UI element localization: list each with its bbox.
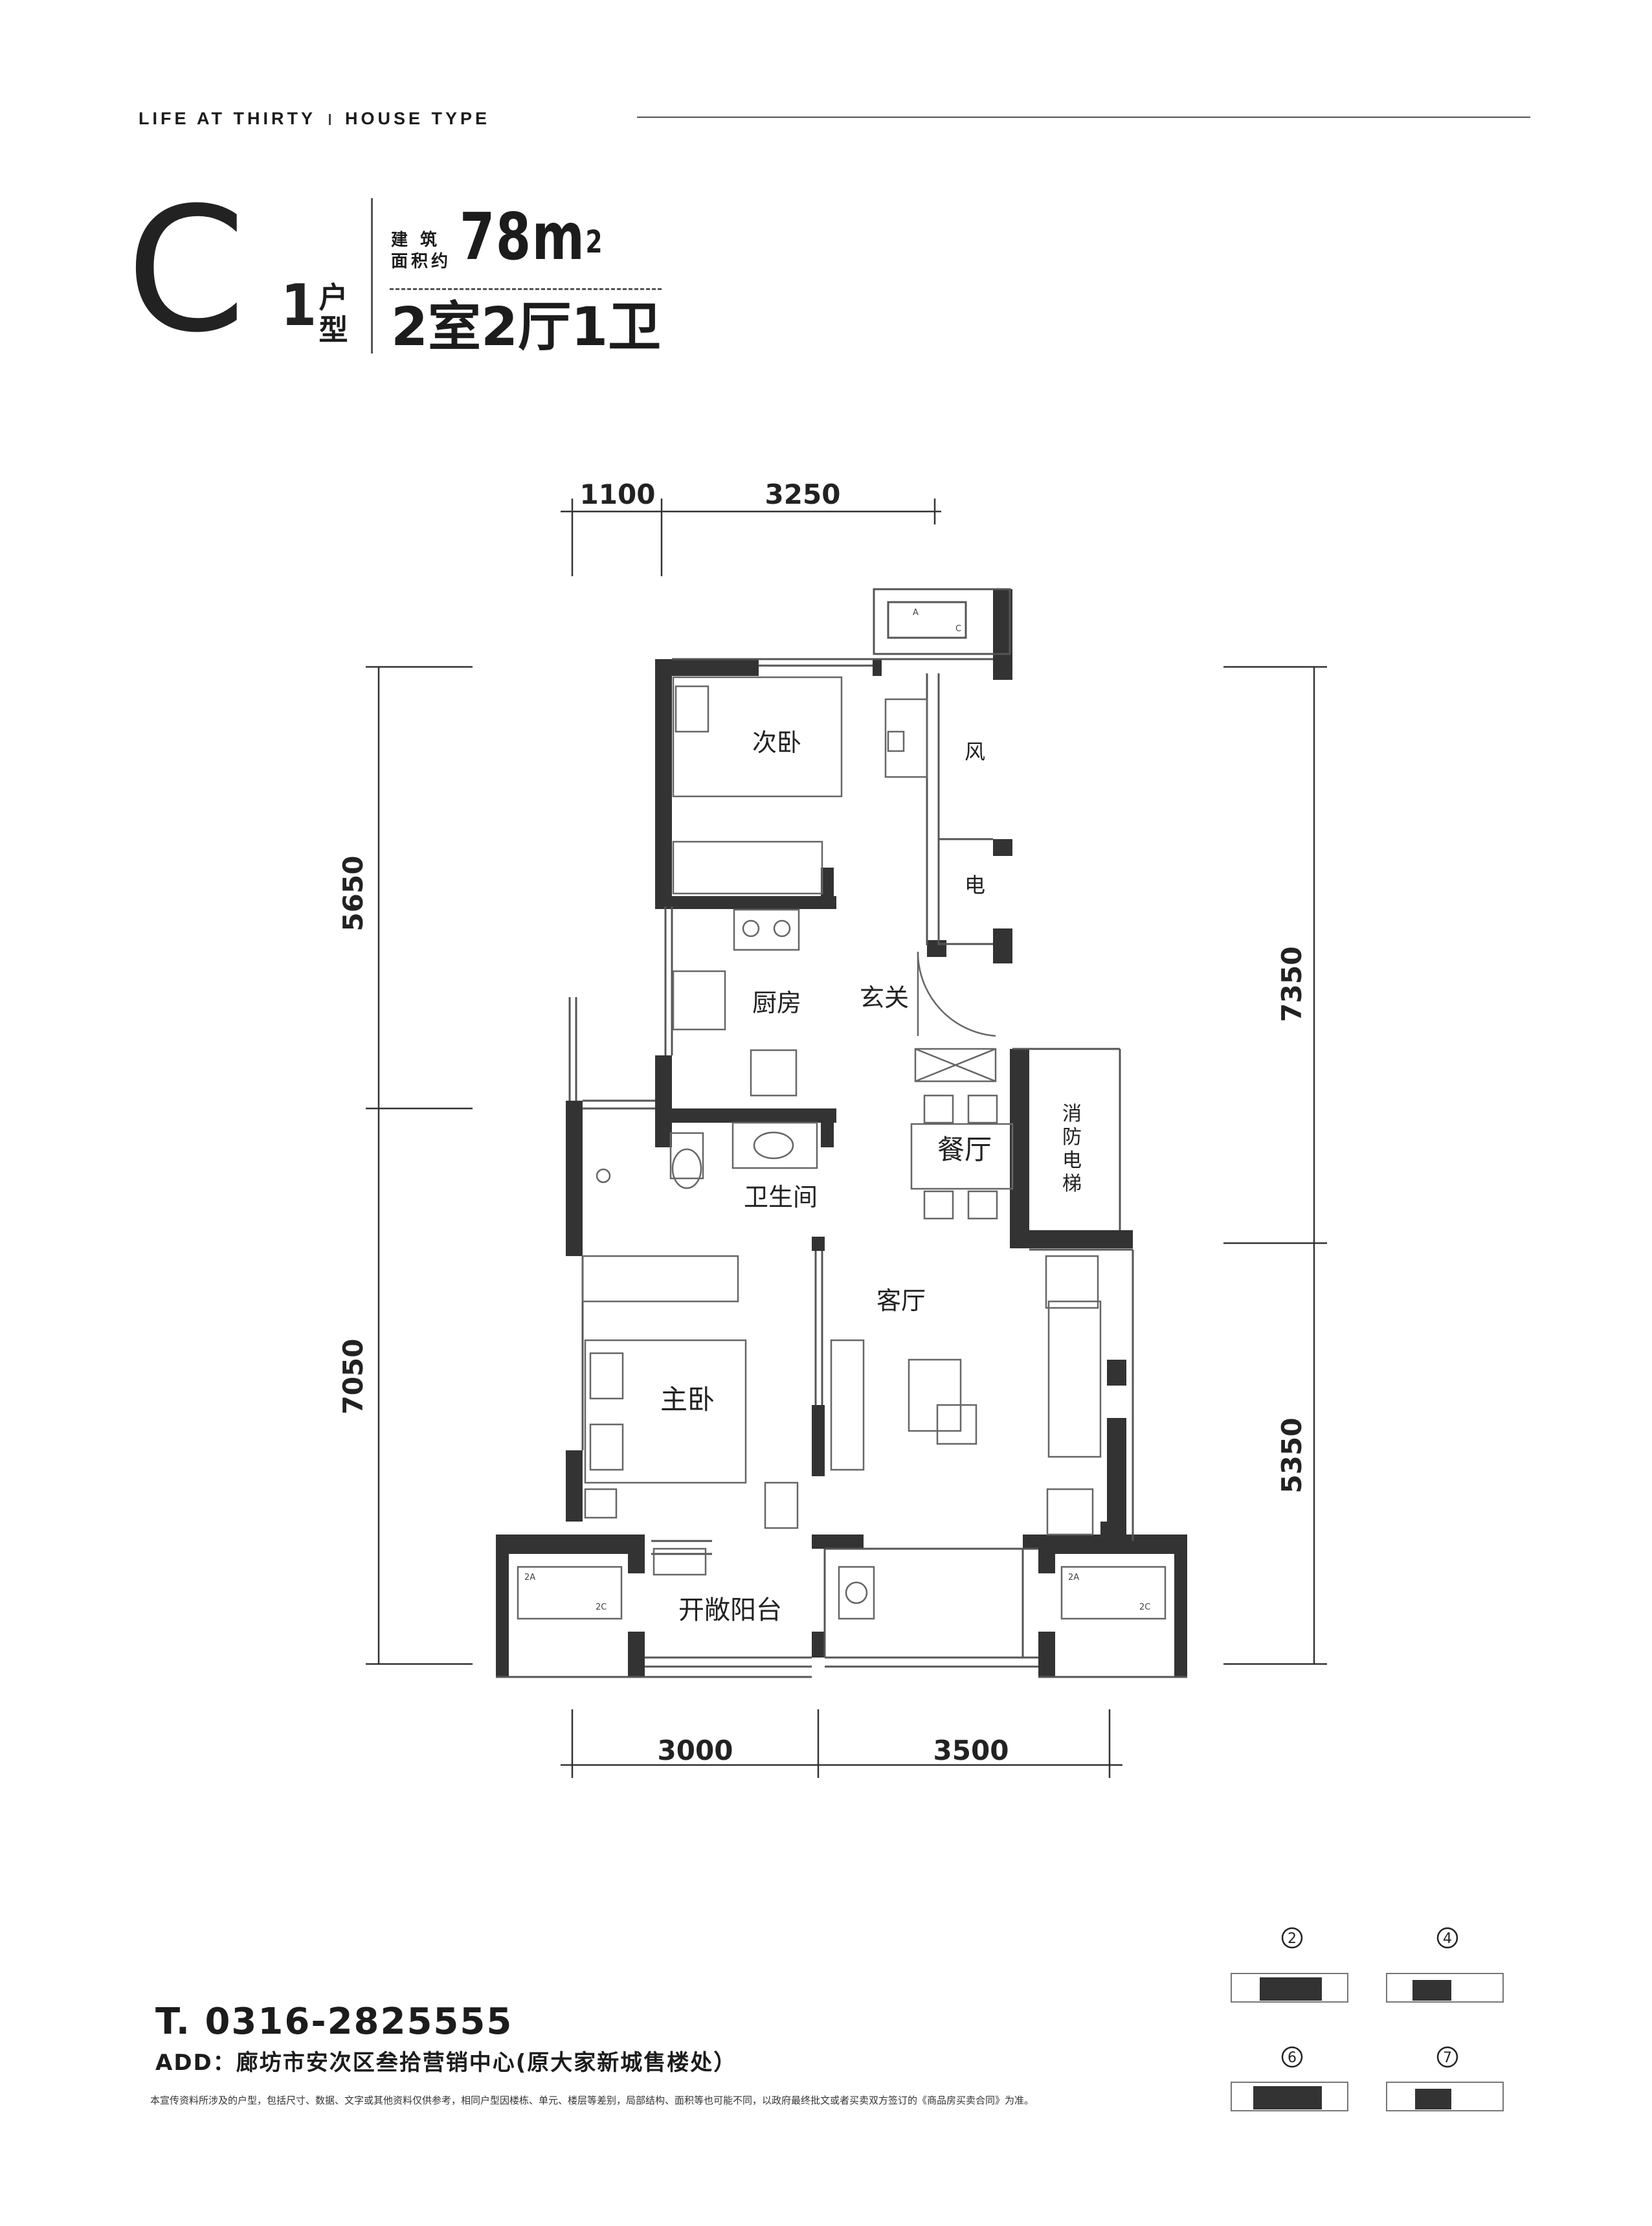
dim-right-1: 7350 (1276, 947, 1308, 1022)
label-kitchen: 厨房 (752, 989, 801, 1017)
ac-label-c: C (955, 624, 961, 634)
unit-type-char-1: 户 (318, 280, 348, 315)
entrance-door (917, 951, 996, 1037)
ac-labels: A C 2A 2C 2A 2C (524, 608, 1150, 1612)
key-plans: 2 4 6 7 (1231, 1927, 1504, 2111)
title-dashed-rule (390, 288, 662, 290)
dim-left-1: 5650 (337, 856, 369, 932)
keyplan-4: 4 (1386, 1927, 1504, 2003)
label-bathroom: 卫生间 (744, 1183, 818, 1211)
structural-walls (496, 589, 1187, 1677)
keyplan-marker-4: 4 (1443, 1931, 1452, 1947)
label-balcony: 开敞阳台 (678, 1595, 782, 1625)
label-master-bedroom: 主卧 (660, 1384, 715, 1415)
dim-left-2: 7050 (337, 1339, 369, 1415)
dim-top-1: 1100 (580, 478, 656, 510)
label-living: 客厅 (876, 1287, 926, 1315)
keyplan-marker-7: 7 (1443, 2050, 1452, 2066)
label-second-bedroom: 次卧 (752, 728, 801, 757)
header-right: HOUSE TYPE (344, 109, 491, 128)
area-value: 78m2 (460, 198, 603, 276)
dim-right-2: 5350 (1276, 1418, 1308, 1494)
keyplan-6: 6 (1231, 2046, 1348, 2111)
label-dining: 餐厅 (937, 1134, 992, 1165)
dimension-labels: 1100 3250 3000 3500 5650 7050 7350 5350 (337, 478, 1308, 1766)
dim-bottom-2: 3500 (933, 1735, 1009, 1766)
furniture (517, 676, 1166, 1620)
keyplan-marker-6: 6 (1288, 2050, 1297, 2066)
room-count: 2室2厅1卫 (391, 297, 662, 358)
unit-type-char-2: 型 (318, 313, 348, 347)
ac-label-right-2a: 2A (1068, 1573, 1079, 1582)
area-label: 建 筑 面积约 (391, 230, 451, 273)
header-rule (637, 117, 1530, 118)
area-superscript: 2 (585, 224, 604, 260)
room-labels: 次卧 风 电 厨房 玄关 餐厅 消 防 电 梯 卫生间 客厅 主卧 开敞阳台 (660, 728, 1082, 1625)
ac-label-left-2c: 2C (596, 1602, 607, 1612)
outline-walls (496, 588, 1187, 1678)
label-fire-elevator-1: 消 (1062, 1103, 1082, 1125)
dim-bottom-1: 3000 (658, 1735, 733, 1766)
label-fire-elevator-4: 梯 (1062, 1173, 1082, 1195)
ac-label-left-2a: 2A (524, 1573, 535, 1582)
disclaimer-text: 本宣传资料所涉及的户型，包括尺寸、数据、文字或其他资料仅供参考，相同户型因楼栋、… (150, 2095, 1034, 2106)
area-label-line-1: 建 筑 (391, 230, 441, 250)
dim-top-2: 3250 (765, 478, 841, 510)
unit-letter: C (126, 171, 246, 370)
label-wind-shaft: 风 (965, 739, 985, 764)
unit-number: 1 (281, 272, 317, 339)
sales-phone: T. 0316-2825555 (155, 2001, 513, 2043)
area-number: 78m (460, 199, 586, 275)
label-fire-elevator-3: 电 (1062, 1149, 1082, 1172)
unit-type-label: 户 型 (317, 282, 350, 346)
keyplan-2: 2 (1231, 1927, 1348, 2003)
keyplan-marker-2: 2 (1288, 1931, 1297, 1947)
header-separator (328, 114, 331, 126)
label-electric-shaft: 电 (965, 873, 985, 897)
title-divider (371, 198, 373, 354)
header-left: LIFE AT THIRTY (139, 109, 316, 128)
sales-address: ADD：廊坊市安次区叁拾营销中心(原大家新城售楼处） (155, 2050, 737, 2076)
label-entrance: 玄关 (860, 984, 909, 1012)
ac-label-right-2c: 2C (1139, 1602, 1150, 1612)
label-fire-elevator-2: 防 (1062, 1126, 1082, 1149)
ac-label-a: A (913, 608, 919, 618)
keyplan-7: 7 (1386, 2046, 1504, 2111)
dimension-lines (366, 499, 1327, 1778)
area-label-line-2: 面积约 (391, 252, 452, 271)
page-header: LIFE AT THIRTY HOUSE TYPE (139, 104, 1530, 129)
